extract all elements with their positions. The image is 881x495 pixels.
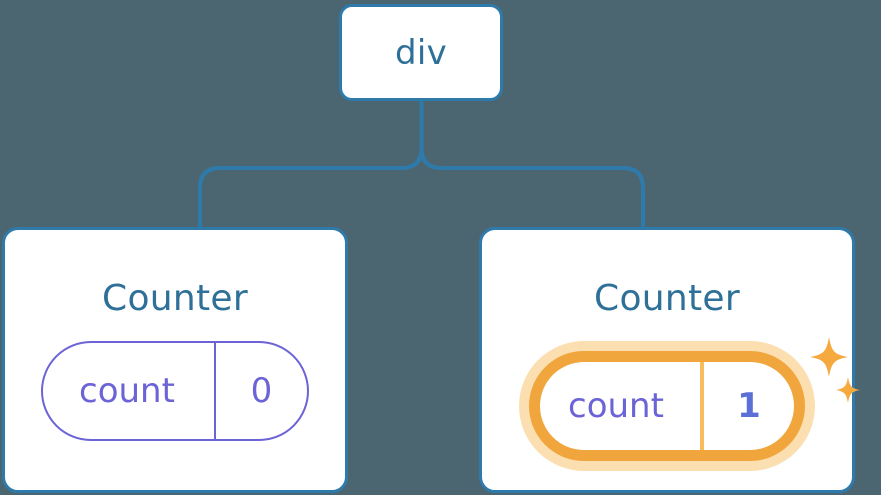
node-counter-right[interactable]: Counter count 1 [479, 227, 860, 493]
state-key-label: count [79, 371, 175, 411]
state-pill-key-cell: count [43, 343, 216, 439]
node-div-label: div [394, 32, 448, 73]
state-pill-count-left[interactable]: count 0 [41, 341, 309, 441]
state-value-label: 0 [250, 371, 273, 411]
state-pill-count-right[interactable]: count 1 [540, 362, 794, 450]
state-pill-highlight-group: count 1 [519, 337, 860, 471]
connector-branch-right [419, 147, 645, 227]
counter-right-title: Counter [594, 278, 740, 319]
state-pill-value-cell: 0 [216, 343, 307, 439]
counter-right-state-wrap: count 1 [519, 337, 860, 471]
sparkle-large-icon [810, 337, 848, 377]
state-value-label: 1 [737, 386, 761, 426]
state-pill-key-cell: count [540, 362, 704, 450]
node-counter-left[interactable]: Counter count 0 [2, 227, 348, 493]
state-pill-value-cell: 1 [704, 362, 794, 450]
state-key-label: count [568, 386, 664, 426]
counter-left-title: Counter [102, 278, 248, 319]
node-div[interactable]: div [339, 4, 503, 101]
connector-branch-left [198, 147, 424, 227]
counter-left-state-wrap: count 0 [41, 341, 309, 441]
